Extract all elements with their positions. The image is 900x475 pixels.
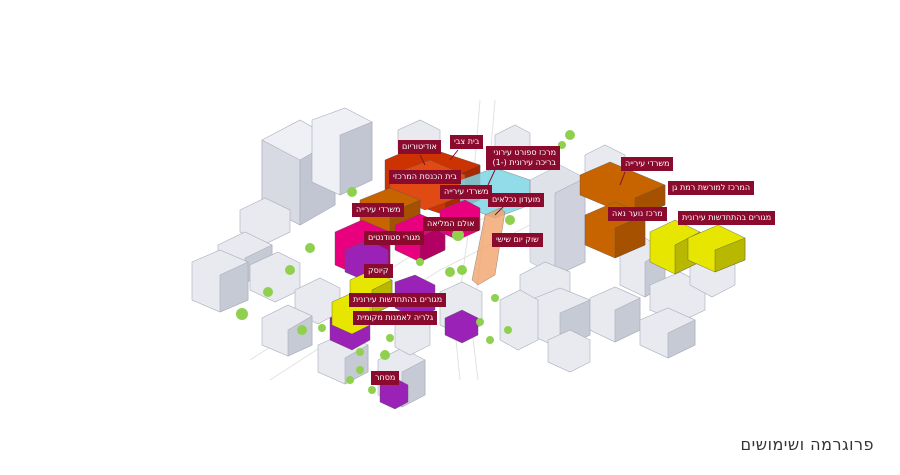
label-kiosk: קיוסק [364, 264, 393, 278]
label-disabled-club: מועדון נכלאים [488, 193, 545, 207]
label-students-housing: מגורי סטודנטים [364, 231, 425, 245]
label-heritage-center: המרכז למורשת רמת גן [668, 181, 755, 195]
label-auditorium: אודיטוריום [398, 140, 441, 154]
market-block [471, 207, 506, 286]
label-local-gallery: גלריה לאמנות מקומית [353, 311, 438, 325]
label-beit-tzvi: בית צבי [450, 135, 484, 149]
label-offices-3: משרדי עירייה [621, 157, 674, 171]
label-innovation-housing-2: מגורים בהתחדשות עירונית [678, 211, 776, 225]
label-sport-center: מרכז ספורט עירוני בריכה עירונית (-1) [486, 146, 560, 170]
label-auditorium-hall: אולם המליאה [423, 217, 479, 231]
label-youth-center: מרכז נוער נאה [608, 207, 667, 221]
label-offices-1: משרדי עירייה [440, 185, 493, 199]
trees [236, 130, 575, 394]
label-offices-2: משרדי עירייה [352, 203, 405, 217]
diagram-caption: פרוגרמה ושימושים [740, 435, 874, 454]
label-central-synagogue: בית הכנסת המרכזי [389, 170, 461, 184]
label-commerce: מסחר [371, 371, 400, 385]
label-market: שוק יום שישי [492, 233, 543, 247]
label-innovation-housing-1: מגורים בהתחדשות עירונית [349, 293, 447, 307]
